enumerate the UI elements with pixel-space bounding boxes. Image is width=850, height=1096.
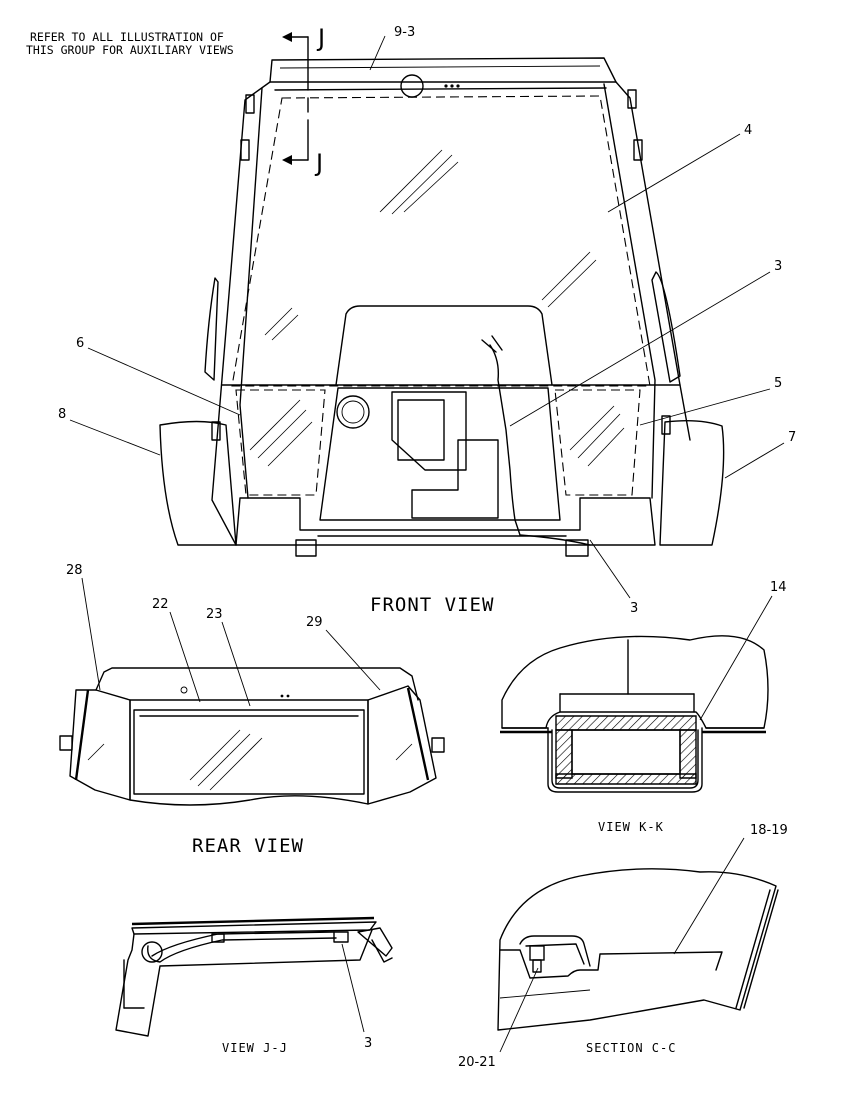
callout-8: 8 (58, 407, 66, 422)
rear-view-callouts: 28 22 23 29 (66, 563, 381, 707)
callout-7: 7 (788, 430, 796, 445)
rear-view-title: REAR VIEW (192, 835, 304, 857)
front-windshield (231, 95, 651, 387)
seal-top (555, 715, 697, 731)
callout-22: 22 (152, 597, 169, 612)
rear-panel (319, 387, 561, 521)
view-jj-title: VIEW J-J (222, 1041, 288, 1055)
section-arrow-bottom-icon (282, 155, 292, 165)
rear-right-panel (367, 685, 437, 805)
front-view-callouts: 9-3 4 3 6 5 8 7 3 (58, 25, 796, 616)
view-kk-title: VIEW K-K (598, 820, 664, 834)
front-view-drawing (159, 57, 725, 557)
cab-roof (269, 57, 617, 83)
lower-left-window (235, 389, 326, 496)
lower-right-window (554, 389, 641, 496)
fastener-head (529, 945, 545, 961)
note-line-1: REFER TO ALL ILLUSTRATION OF (30, 30, 224, 44)
view-jj-drawing (115, 916, 393, 1037)
callout-9-3: 9-3 (394, 25, 415, 40)
callout-23: 23 (206, 607, 223, 622)
view-jj-callouts: 3 (341, 943, 372, 1051)
rear-view-drawing (59, 667, 445, 806)
speaker-front (336, 395, 370, 429)
left-side-panel (159, 420, 237, 546)
right-side-panel (659, 419, 725, 546)
view-kk-callouts: 14 (699, 580, 787, 721)
callout-29: 29 (306, 615, 323, 630)
mount-circle (141, 941, 163, 963)
callout-14: 14 (770, 580, 787, 595)
callout-3-jj: 3 (364, 1036, 372, 1051)
section-arrow-top-icon (282, 32, 292, 42)
section-cc-title: SECTION C-C (586, 1041, 676, 1055)
callout-20-21: 20-21 (458, 1055, 496, 1070)
callout-6: 6 (76, 336, 84, 351)
section-line-j: J J (282, 24, 325, 177)
right-grab-handle (651, 271, 681, 383)
section-cc-callouts: 18-19 20-21 (458, 823, 788, 1070)
callout-3-front-bottom: 3 (630, 601, 638, 616)
auxiliary-views-note: REFER TO ALL ILLUSTRATION OF THIS GROUP … (26, 30, 234, 57)
section-cc-drawing (497, 868, 779, 1031)
rear-window (133, 709, 365, 795)
rear-roof (95, 667, 419, 701)
callout-4: 4 (744, 123, 752, 138)
rear-left-panel (69, 689, 131, 801)
left-grab-handle (204, 277, 219, 381)
front-view-title: FRONT VIEW (370, 594, 494, 616)
section-marker-top: J (316, 24, 325, 52)
cab-left-post (211, 81, 271, 546)
callout-28: 28 (66, 563, 83, 578)
note-line-2: THIS GROUP FOR AUXILIARY VIEWS (26, 43, 234, 57)
callout-5: 5 (774, 376, 782, 391)
view-kk-drawing (500, 635, 769, 793)
section-marker-bottom: J (314, 149, 323, 177)
callout-3-upper: 3 (774, 259, 782, 274)
callout-18-19: 18-19 (750, 823, 788, 838)
